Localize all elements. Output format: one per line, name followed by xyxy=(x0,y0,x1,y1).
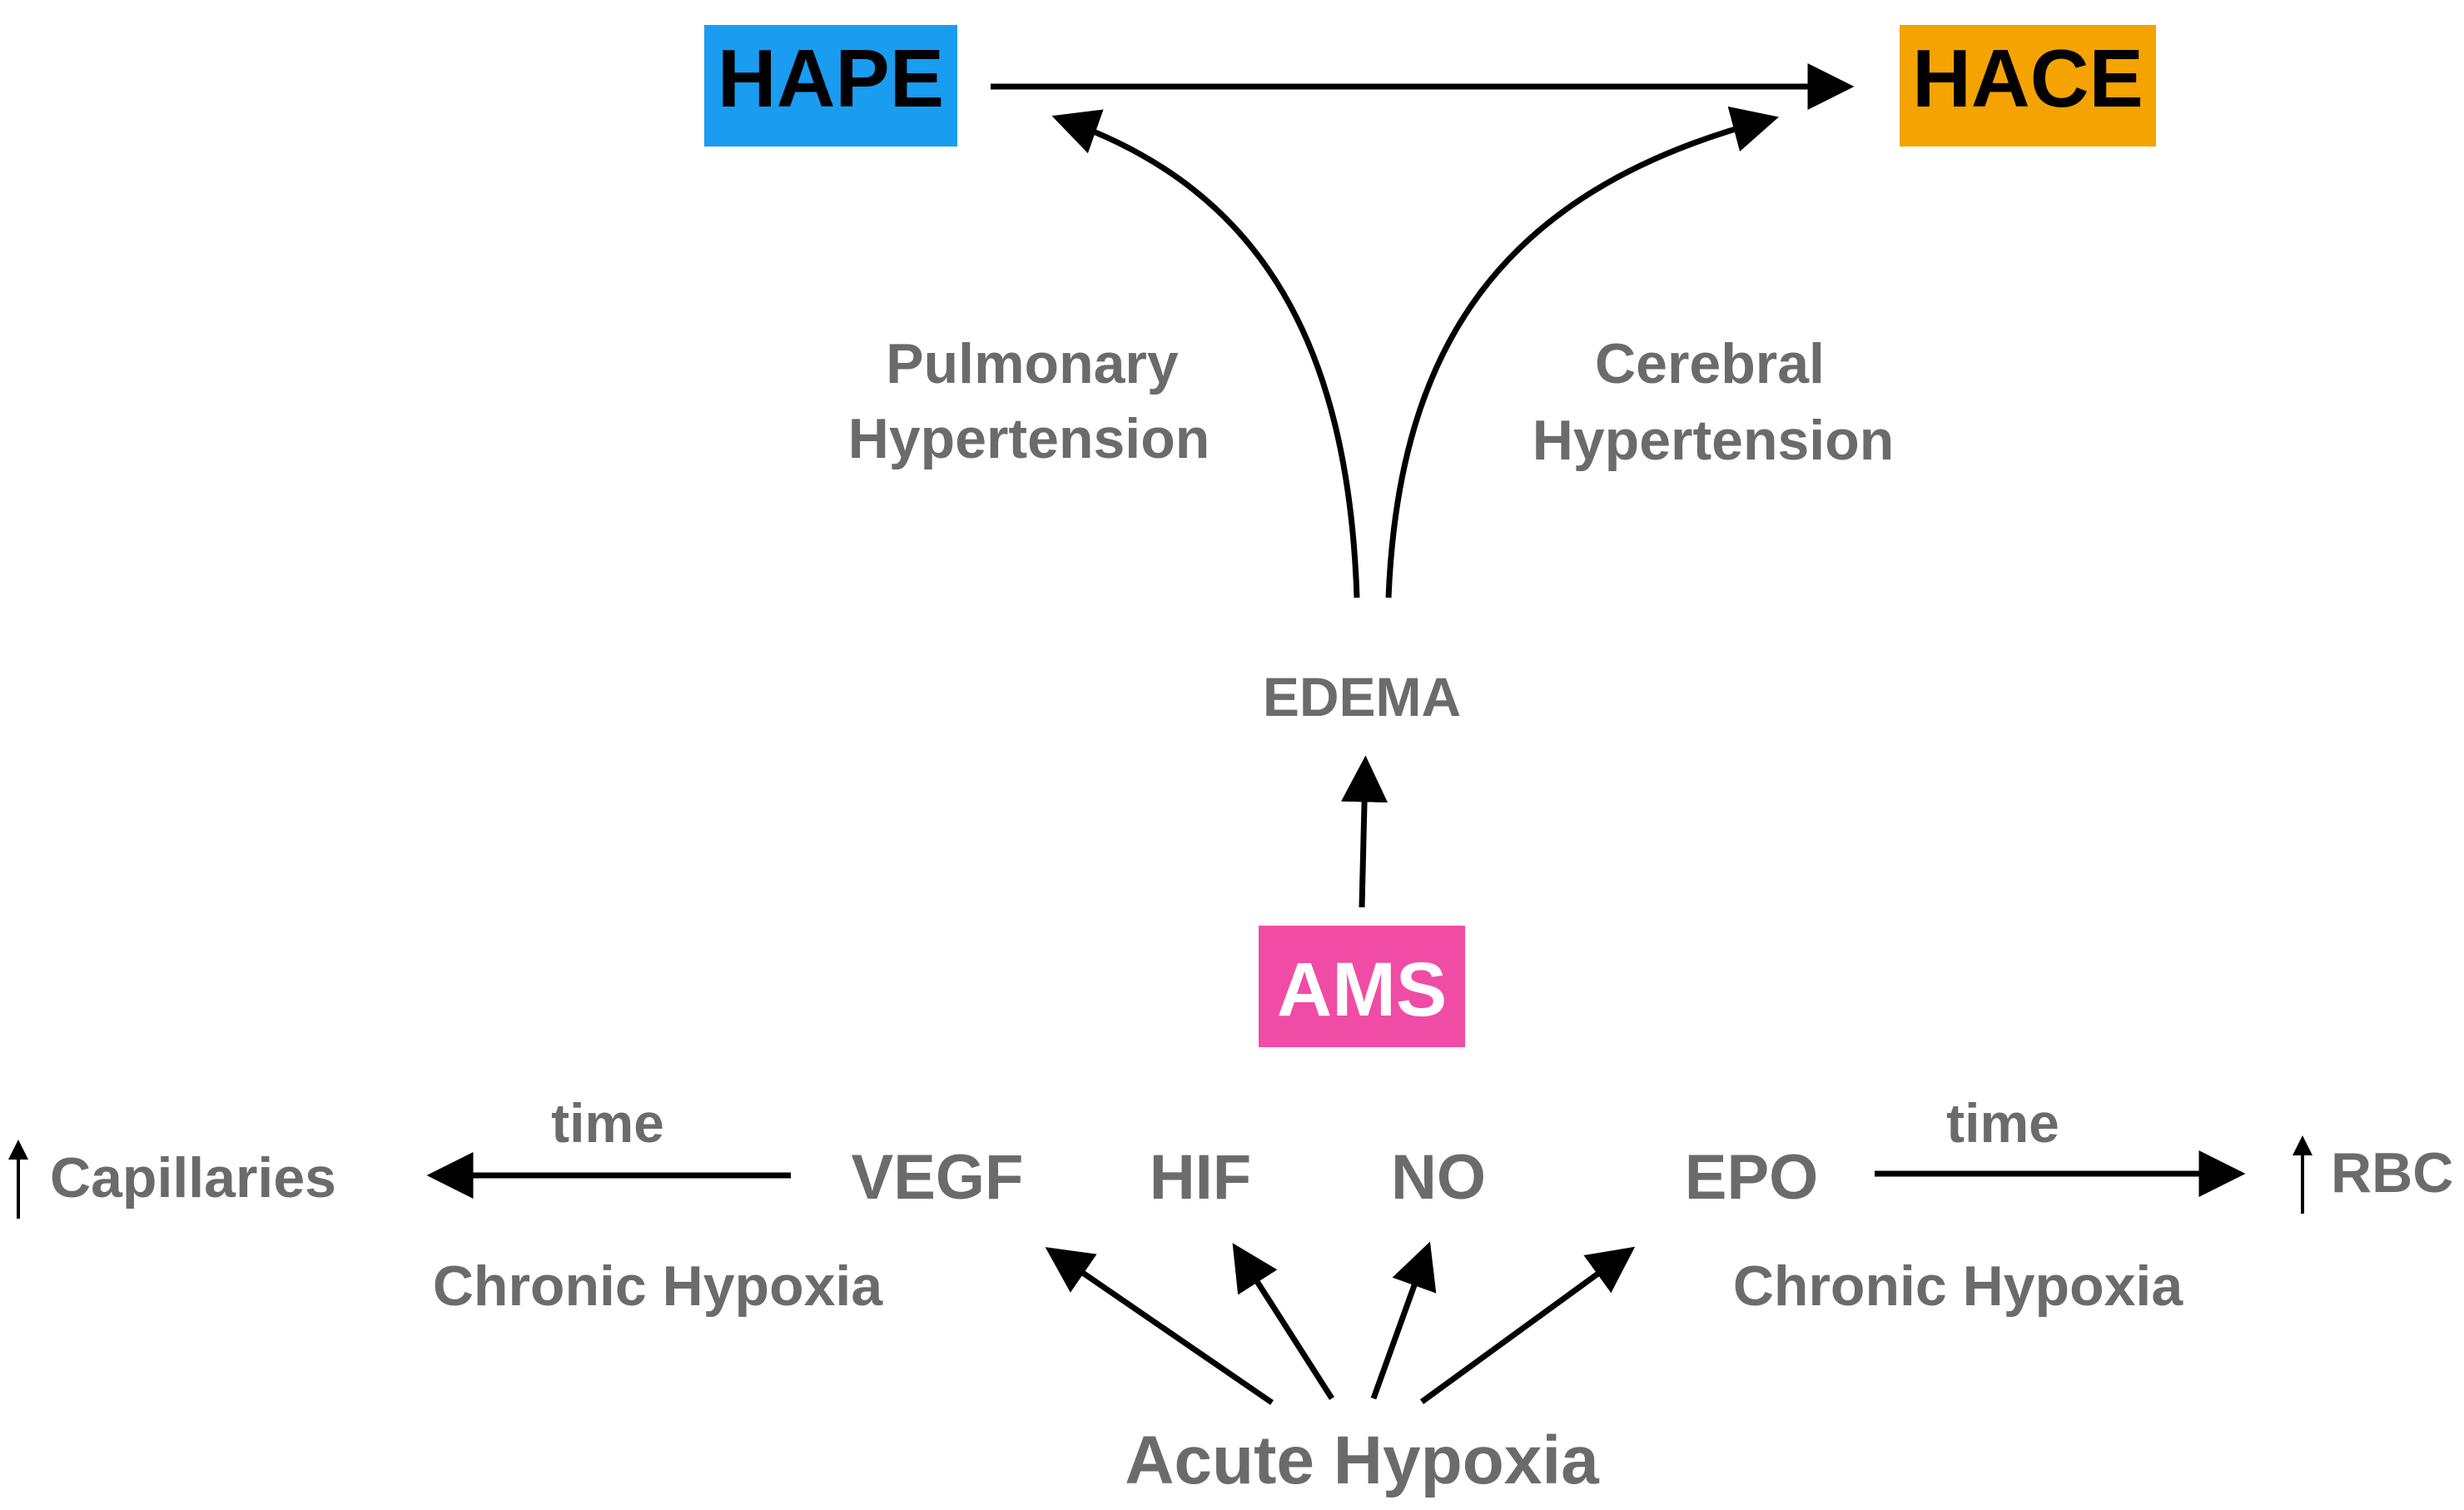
hypoxia-to-no-arrow xyxy=(1370,1241,1437,1400)
ams-to-edema-arrow xyxy=(1341,755,1388,908)
hape-label: HAPE xyxy=(718,32,944,124)
hace-node: HACE xyxy=(1900,25,2156,147)
rbc-label: RBC xyxy=(2331,1141,2453,1205)
ams-label: AMS xyxy=(1277,947,1447,1032)
chronic-hypoxia-right-label: Chronic Hypoxia xyxy=(1733,1254,2183,1318)
ams-node: AMS xyxy=(1259,926,1465,1047)
hace-box xyxy=(1900,25,2156,147)
cerebral-label-line1: Cerebral xyxy=(1595,332,1825,395)
edema-label: EDEMA xyxy=(1263,666,1461,728)
ams-box xyxy=(1259,926,1465,1047)
acute-hypoxia-label: Acute Hypoxia xyxy=(1125,1423,1600,1498)
time-right-label: time xyxy=(1946,1092,2059,1154)
vegf-label: VEGF xyxy=(852,1142,1024,1213)
hypoxia-to-vegf-arrow xyxy=(1045,1247,1274,1405)
hape-node: HAPE xyxy=(704,25,957,147)
hypoxia-to-epo-arrow xyxy=(1419,1246,1636,1404)
hace-label: HACE xyxy=(1912,32,2144,124)
cerebral-label-line2: Hypertension xyxy=(1533,409,1895,472)
hape-box xyxy=(704,25,957,147)
epo-label: EPO xyxy=(1685,1142,1819,1213)
hypoxia-to-hif-arrow xyxy=(1232,1243,1334,1400)
hif-label: HIF xyxy=(1150,1142,1251,1213)
edema-to-hace-arrow xyxy=(1385,106,1779,599)
no-label: NO xyxy=(1391,1142,1486,1213)
capillaries-label: Capillaries xyxy=(50,1146,336,1209)
time-left-label: time xyxy=(551,1092,664,1154)
pulmonary-label-line1: Pulmonary xyxy=(886,332,1179,395)
chronic-hypoxia-left-label: Chronic Hypoxia xyxy=(433,1254,883,1318)
edema-to-hape-arrow xyxy=(1051,109,1360,599)
pulmonary-label-line2: Hypertension xyxy=(848,407,1210,470)
